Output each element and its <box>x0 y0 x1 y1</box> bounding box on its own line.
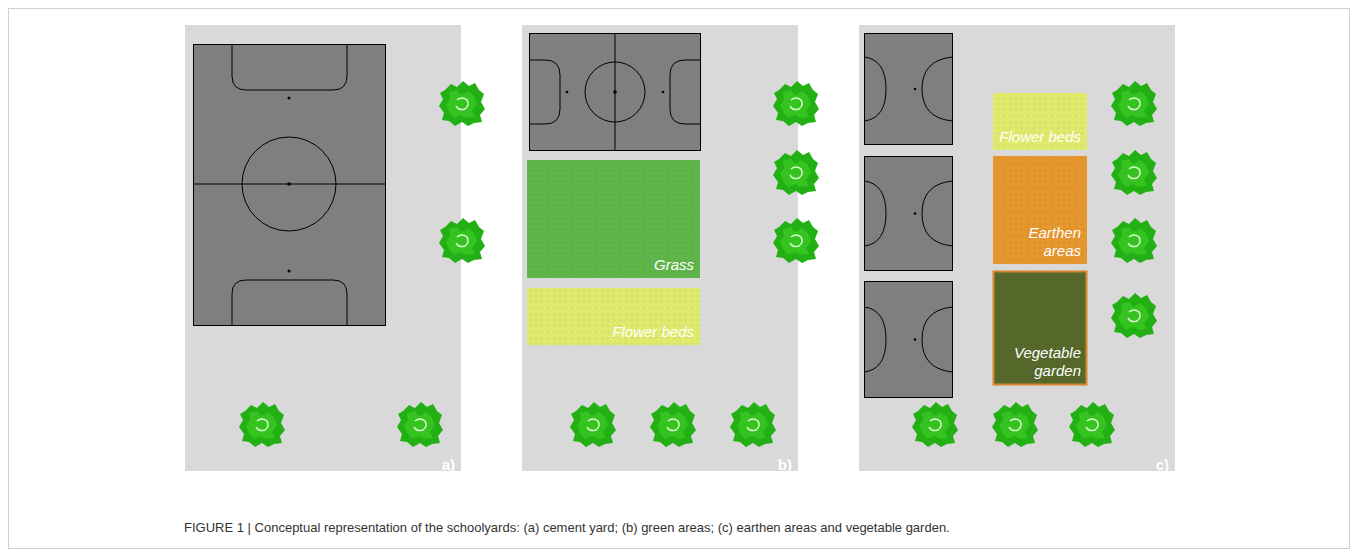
area-label: Vegetable garden <box>999 344 1081 380</box>
bush <box>239 81 1157 447</box>
sports-court <box>530 34 701 151</box>
sports-court <box>194 45 386 326</box>
yard-panel <box>185 25 461 471</box>
panel-letter: b) <box>778 456 792 473</box>
area-box: Flower beds <box>527 288 700 345</box>
figure-border <box>9 9 1350 549</box>
flower-bed <box>527 288 700 345</box>
earthen-area <box>993 156 1087 264</box>
vegetable-garden <box>994 272 1087 385</box>
flower-bed <box>993 93 1087 150</box>
half-court <box>865 34 953 398</box>
panel-letter: a) <box>442 456 455 473</box>
panel-letter: c) <box>1156 456 1169 473</box>
figure-caption: FIGURE 1 | Conceptual representation of … <box>184 520 1334 535</box>
area-box: Vegetable garden <box>993 272 1087 384</box>
area-box: Earthen areas <box>993 156 1087 264</box>
area-box: Grass <box>527 160 700 278</box>
yard-panel <box>522 25 798 471</box>
area-box: Flower beds <box>993 93 1087 150</box>
grass-area <box>527 160 700 278</box>
area-label: Earthen areas <box>999 224 1081 260</box>
area-label: Grass <box>654 256 694 274</box>
yard-panel <box>859 25 1175 471</box>
area-label: Flower beds <box>612 323 694 341</box>
area-label: Flower beds <box>999 128 1081 146</box>
